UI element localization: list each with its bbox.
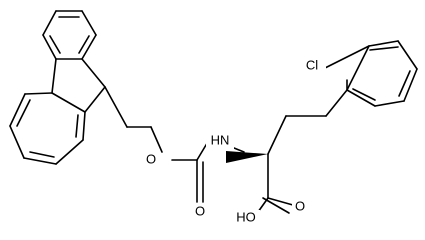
chlorophenyl-ring: [324, 40, 418, 107]
fluorenyl-group: [9, 10, 106, 165]
chemical-structure-diagram: Cl O HN O O HO: [9, 10, 418, 226]
amide-nitrogen-label: HN: [211, 132, 230, 147]
ester-oxygen-label: O: [146, 151, 156, 166]
chlorine-label: Cl: [306, 57, 318, 72]
stereo-wedge-bond: [226, 151, 268, 163]
carbonyl-oxygen-label: O: [195, 203, 205, 218]
atom-labels: Cl O HN O O HO: [142, 57, 326, 226]
hydroxyl-label: HO: [236, 209, 256, 224]
acid-oxygen-label: O: [295, 198, 305, 213]
